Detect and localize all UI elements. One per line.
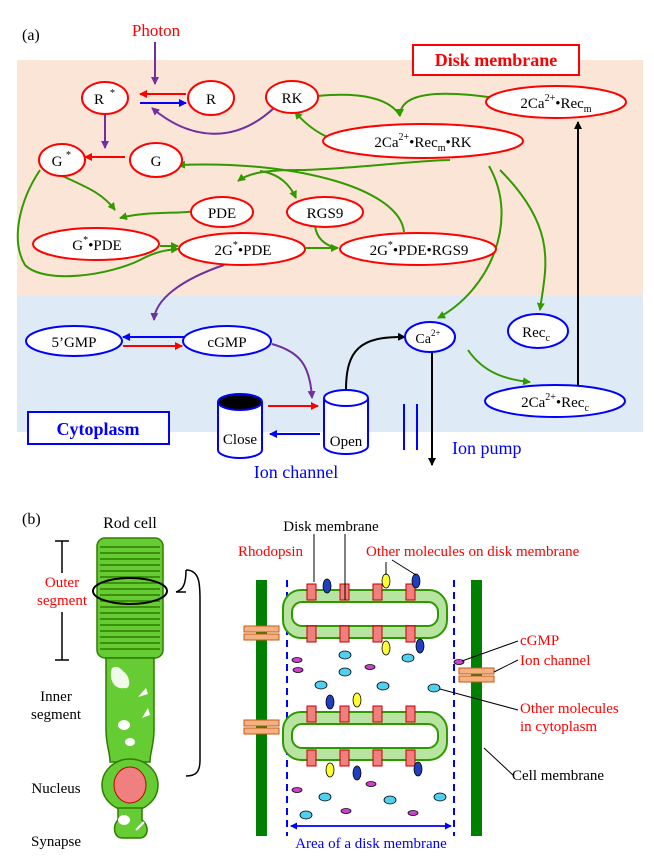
outer-segment-bracket xyxy=(55,540,69,661)
svg-text:R: R xyxy=(206,92,216,108)
disk-zoom xyxy=(243,534,519,836)
node-2ca-recm: 2Ca2+•Recm xyxy=(485,85,627,119)
svg-text:RGS9: RGS9 xyxy=(307,206,344,222)
svg-text:2G*•PDE: 2G*•PDE xyxy=(215,240,272,259)
disk-ovals xyxy=(322,573,425,781)
panel-b-label: (b) xyxy=(22,511,41,528)
disk-membrane-label: Disk membrane xyxy=(283,519,379,535)
svg-text:RK: RK xyxy=(282,91,303,107)
area-label: Area of a disk membrane xyxy=(295,836,447,852)
photon-label: Photon xyxy=(132,21,181,40)
panel-a-label: (a) xyxy=(22,27,40,44)
rhodopsin-label: Rhodopsin xyxy=(238,544,304,560)
node-recc: Recc xyxy=(507,313,569,349)
node-r: R xyxy=(187,80,235,116)
cell-membrane-label: Cell membrane xyxy=(512,768,604,784)
node-g-star-pde: G*•PDE xyxy=(32,227,160,261)
node-2ca-recc: 2Ca2+•Recc xyxy=(484,384,626,418)
node-5gmp: 5’GMP xyxy=(25,325,123,357)
ion-channel-closed: Close xyxy=(217,393,263,459)
panel-b: (b) Rod cell xyxy=(22,511,619,852)
rod-cell xyxy=(92,537,168,839)
node-cgmp: cGMP xyxy=(182,325,272,357)
node-g-star: G* xyxy=(38,143,86,177)
node-2g-star-pde: 2G*•PDE xyxy=(178,232,306,266)
node-2g-star-pde-rgs9: 2G*•PDE•RGS9 xyxy=(339,232,497,266)
ion-pump-bars xyxy=(403,404,418,450)
node-g: G xyxy=(129,142,183,178)
svg-text:5’GMP: 5’GMP xyxy=(51,335,96,351)
zoom-brace xyxy=(176,569,201,777)
svg-text:cGMP: cGMP xyxy=(207,335,246,351)
svg-text:Cytoplasm: Cytoplasm xyxy=(56,419,139,439)
membrane-ion-channels xyxy=(243,625,495,735)
svg-text:PDE: PDE xyxy=(208,206,236,222)
ion-channel-b-label: Ion channel xyxy=(520,653,590,669)
svg-text:G: G xyxy=(52,154,63,170)
svg-text:Disk membrane: Disk membrane xyxy=(435,50,558,70)
ion-channel-label: Ion channel xyxy=(254,462,338,482)
synapse-label: Synapse xyxy=(31,834,81,850)
node-ca: Ca2+ xyxy=(404,321,456,353)
cytoplasm-molecules xyxy=(291,650,465,820)
rod-cell-label: Rod cell xyxy=(103,515,157,532)
leader-lines xyxy=(313,534,519,777)
node-rgs9: RGS9 xyxy=(286,196,364,228)
svg-text:G*•PDE: G*•PDE xyxy=(72,235,121,254)
svg-text:G: G xyxy=(151,154,162,170)
svg-text:*: * xyxy=(66,150,71,161)
svg-text:2Ca2+•Recm•RK: 2Ca2+•Recm•RK xyxy=(374,132,471,154)
svg-text:R: R xyxy=(94,92,104,108)
nucleus-label: Nucleus xyxy=(31,781,80,797)
node-2ca-recm-rk: 2Ca2+•Recm•RK xyxy=(322,123,524,159)
svg-text:Recc: Recc xyxy=(522,325,550,344)
disk-membrane-title: Disk membrane xyxy=(412,44,580,76)
cgmp-label: cGMP xyxy=(520,633,559,649)
node-r-star: R* xyxy=(81,81,129,115)
svg-text:2Ca2+•Recc: 2Ca2+•Recc xyxy=(521,392,589,414)
svg-text:2Ca2+•Recm: 2Ca2+•Recm xyxy=(520,93,591,115)
svg-text:Open: Open xyxy=(330,434,363,450)
cytoplasm-title: Cytoplasm xyxy=(27,411,170,445)
ion-pump-label: Ion pump xyxy=(452,438,522,458)
node-pde: PDE xyxy=(190,196,254,228)
svg-text:Close: Close xyxy=(223,432,258,448)
svg-text:2G*•PDE•RGS9: 2G*•PDE•RGS9 xyxy=(370,240,469,259)
ion-channel-open: Open xyxy=(323,389,369,455)
svg-text:*: * xyxy=(110,88,115,99)
panel-a: (a) Disk membrane Cytoplasm Photon xyxy=(16,21,643,482)
other-disk-molecules-label: Other molecules on disk membrane xyxy=(366,544,580,560)
rhodopsin-markers xyxy=(306,583,416,767)
node-rk: RK xyxy=(265,80,319,114)
